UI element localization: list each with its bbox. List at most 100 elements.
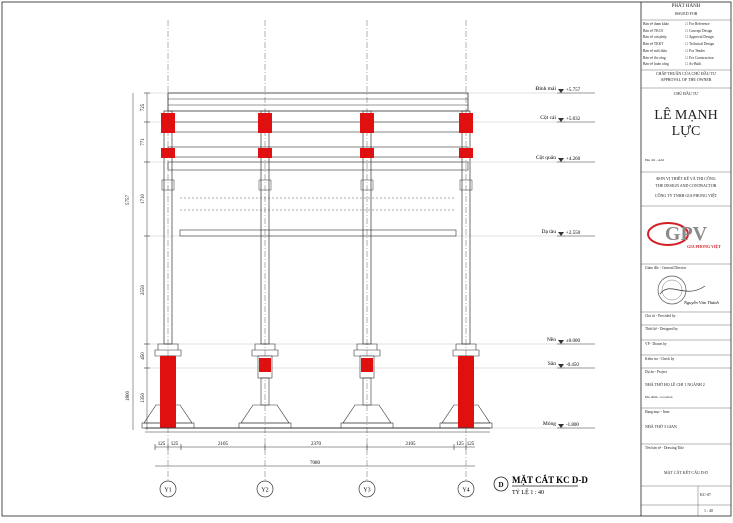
issue-row: Bản vẽ hoàn công☐ As-Built bbox=[643, 62, 731, 66]
horizontal-dim-value: 125 bbox=[467, 442, 475, 447]
level-value: +2.550 bbox=[566, 231, 581, 236]
vertical-total-upper: 5757 bbox=[126, 195, 131, 206]
column-base bbox=[452, 343, 480, 357]
level-marker bbox=[558, 89, 564, 93]
column-mid-band bbox=[258, 148, 272, 158]
axis-bubble bbox=[159, 480, 177, 498]
drawing-scale: TỶ LỆ 1 : 40 bbox=[512, 488, 544, 496]
owner-name-line-2: LỰC bbox=[671, 124, 701, 139]
column-base bbox=[251, 343, 279, 357]
column-top-cap bbox=[258, 113, 272, 133]
level-value: +5.032 bbox=[566, 117, 581, 122]
ground-line bbox=[145, 427, 490, 433]
issue-row: Bản vẽ tham khảo ☐ For Reference bbox=[643, 22, 731, 26]
level-label: Đỉnh mái bbox=[535, 86, 556, 92]
issue-row-checkbox[interactable]: ☐ As-Built bbox=[685, 62, 702, 67]
issue-row-checkbox[interactable]: ☐ For Tender bbox=[685, 48, 705, 53]
drawing-title: MẶT CẮT KC D-D bbox=[512, 475, 588, 485]
level-marker bbox=[558, 232, 564, 236]
issue-row: Bản vẽ TKCS ☐ Concept Design bbox=[643, 29, 731, 33]
column-mid-band bbox=[161, 148, 175, 158]
axis-label: Y2 bbox=[261, 488, 268, 494]
column-pedestal-core bbox=[361, 358, 373, 372]
column-bracket bbox=[258, 179, 272, 191]
level-label: Dạ tàu bbox=[541, 229, 556, 235]
column bbox=[141, 110, 195, 429]
column-bracket bbox=[459, 179, 473, 191]
owner-label: CHỦ ĐẦU TƯ bbox=[673, 91, 699, 96]
director-signature: Nguyễn Văn Thành bbox=[683, 300, 719, 305]
roof-structure bbox=[167, 92, 469, 237]
column-top-cap bbox=[161, 113, 175, 133]
approval-label-en: APPROVAL OF THE OWNER bbox=[660, 77, 712, 82]
owner-address-label: Địa chỉ - Add bbox=[645, 158, 664, 162]
vertical-dim-value: 725 bbox=[141, 103, 146, 111]
column-mid-band bbox=[360, 148, 374, 158]
issue-row-label: Bản vẽ TKCS bbox=[643, 28, 664, 33]
designer-label-en: THE DESIGN AND CONTRACTOR bbox=[655, 183, 717, 188]
column-mid-band bbox=[459, 148, 473, 158]
designed-by-label: Thiết kế - Designed by bbox=[645, 327, 678, 331]
axis-label: Y4 bbox=[462, 488, 469, 494]
issue-row-checkbox[interactable]: ☐ Technical Design bbox=[685, 42, 715, 47]
overall-width: 7080 bbox=[310, 461, 321, 466]
sheet-scale: 1 : 40 bbox=[704, 508, 714, 513]
level-marker bbox=[558, 364, 564, 368]
issue-row: Bản vẽ xin phép☐ Approval Design bbox=[643, 35, 731, 39]
designer-label: ĐƠN VỊ THIẾT KẾ VÀ THI CÔNG bbox=[656, 176, 716, 181]
level-marker bbox=[558, 158, 564, 162]
check-by-label: Kiểm tra - Check by bbox=[645, 357, 675, 361]
column-neck bbox=[362, 377, 372, 406]
drawn-by-label: VP - Drawn by bbox=[645, 342, 667, 346]
level-value: -0.450 bbox=[566, 363, 579, 368]
vertical-dim-value: 1710 bbox=[141, 194, 146, 205]
column bbox=[340, 110, 394, 429]
approval-label: CHẤP THUẬN CỦA CHỦ ĐẦU TƯ bbox=[655, 71, 717, 76]
horizontal-dim-value: 125 bbox=[171, 442, 179, 447]
director-label: Giám đốc - General Director bbox=[645, 266, 687, 270]
issue-row-label: Bản vẽ TKKT bbox=[643, 42, 664, 47]
logo-text: GPV bbox=[665, 223, 708, 245]
issue-row-checkbox[interactable]: ☐ For Reference bbox=[685, 22, 710, 26]
level-label: Cột quân bbox=[536, 155, 556, 161]
level-marker bbox=[558, 340, 564, 344]
issue-row-checkbox[interactable]: ☐ Approval Design bbox=[685, 35, 714, 40]
company-seal bbox=[657, 275, 706, 305]
level-value: +5.757 bbox=[566, 88, 581, 93]
column-top-cap bbox=[459, 113, 473, 133]
issue-row-label: Bản vẽ tham khảo bbox=[643, 22, 670, 26]
issue-row-label: Bản vẽ thi công bbox=[643, 55, 666, 60]
section-marker: D bbox=[498, 481, 503, 489]
level-marker bbox=[558, 118, 564, 122]
level-value: ±0.000 bbox=[566, 339, 580, 344]
host-label: Chủ trì - Provided by bbox=[645, 314, 676, 318]
vertical-dim-value: 771 bbox=[141, 138, 146, 146]
issue-row-checkbox[interactable]: ☐ Concept Design bbox=[685, 28, 713, 33]
level-label: Sân bbox=[548, 361, 557, 367]
section-marker-circle bbox=[493, 476, 509, 492]
level-label: Nền bbox=[547, 336, 556, 343]
item-name: NHÀ THỜ 3 GIAN bbox=[645, 424, 677, 429]
level-value: -1.800 bbox=[566, 423, 579, 428]
project-label: Dự án - Project bbox=[645, 370, 668, 374]
column-base bbox=[353, 343, 381, 357]
column bbox=[439, 110, 493, 429]
vertical-dimensions bbox=[132, 93, 148, 430]
column-top-cap bbox=[360, 113, 374, 133]
horizontal-dim-value: 2105 bbox=[218, 442, 229, 447]
item-label: Hạng mục - Item bbox=[645, 410, 670, 414]
issue-row-checkbox[interactable]: ☐ For Construction bbox=[685, 55, 714, 60]
horizontal-dim-value: 2370 bbox=[311, 442, 322, 447]
vertical-dim-value: 2550 bbox=[141, 285, 146, 296]
vertical-dim-value: 1350 bbox=[141, 393, 146, 404]
issue-row: Bản vẽ mời thầu ☐ For Tender bbox=[643, 49, 731, 53]
level-value: +4.260 bbox=[566, 157, 581, 162]
owner-name-line-1: LÊ MẠNH bbox=[654, 108, 718, 123]
issue-header: PHÁT HÀNH bbox=[671, 4, 701, 9]
axis-bubble bbox=[457, 480, 475, 498]
issue-row-label: Bản vẽ mời thầu bbox=[643, 48, 667, 53]
level-marker bbox=[558, 424, 564, 428]
company-name: CÔNG TY TNHH GIA PHONG VIỆT bbox=[654, 193, 718, 198]
